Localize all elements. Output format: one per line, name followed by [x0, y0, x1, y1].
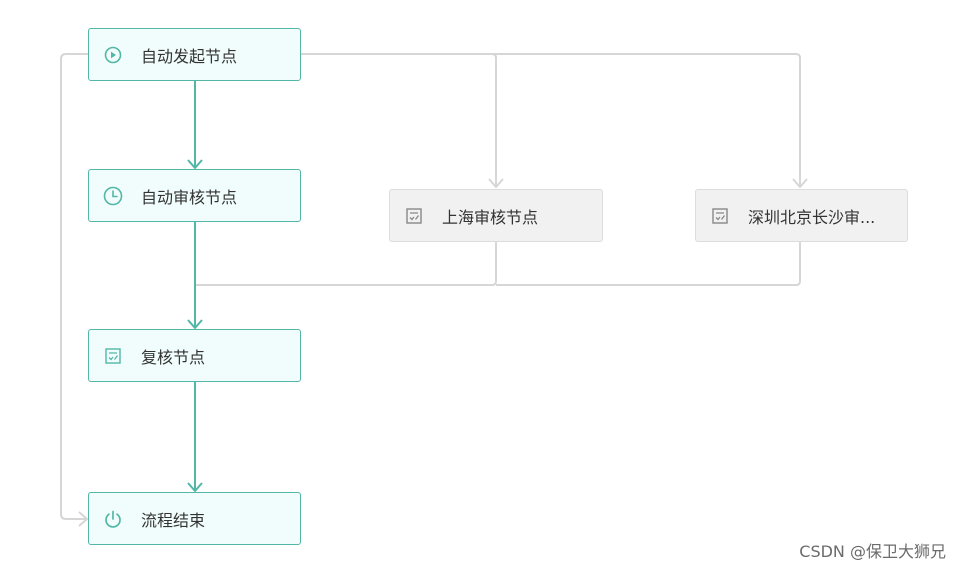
node-label: 自动审核节点	[141, 187, 238, 207]
node-label: 流程结束	[141, 510, 206, 530]
node-label: 上海审核节点	[442, 207, 539, 227]
play-circle-icon	[103, 45, 123, 65]
edge-shanghai-to-merge	[196, 241, 497, 286]
node-shenzhen-review[interactable]: 深圳北京长沙审...	[695, 189, 908, 242]
edge-start-to-shanghai	[300, 53, 497, 186]
arrowhead-end-bypass	[78, 511, 88, 527]
form-edit-icon	[404, 206, 424, 226]
form-edit-icon	[710, 206, 730, 226]
node-label: 深圳北京长沙审...	[748, 207, 876, 227]
node-auto-review[interactable]: 自动审核节点	[88, 169, 301, 222]
node-end[interactable]: 流程结束	[88, 492, 301, 545]
form-edit-icon	[103, 346, 123, 366]
watermark-text: CSDN @保卫大狮兄	[799, 542, 946, 561]
edge-shenzhen-to-merge	[496, 241, 801, 286]
node-label: 复核节点	[141, 347, 206, 367]
arrowhead-shenzhen	[792, 178, 808, 188]
arrowhead-auto-review	[187, 159, 203, 169]
node-start[interactable]: 自动发起节点	[88, 28, 301, 81]
edge-start-to-shenzhen	[492, 53, 801, 186]
node-recheck[interactable]: 复核节点	[88, 329, 301, 382]
edge-start-to-end	[60, 53, 89, 520]
arrowhead-recheck	[187, 319, 203, 329]
node-shanghai-review[interactable]: 上海审核节点	[389, 189, 603, 242]
power-icon	[103, 509, 123, 529]
node-label: 自动发起节点	[141, 46, 238, 66]
clock-icon	[103, 186, 123, 206]
arrowhead-shanghai	[488, 178, 504, 188]
arrowhead-end	[187, 482, 203, 492]
